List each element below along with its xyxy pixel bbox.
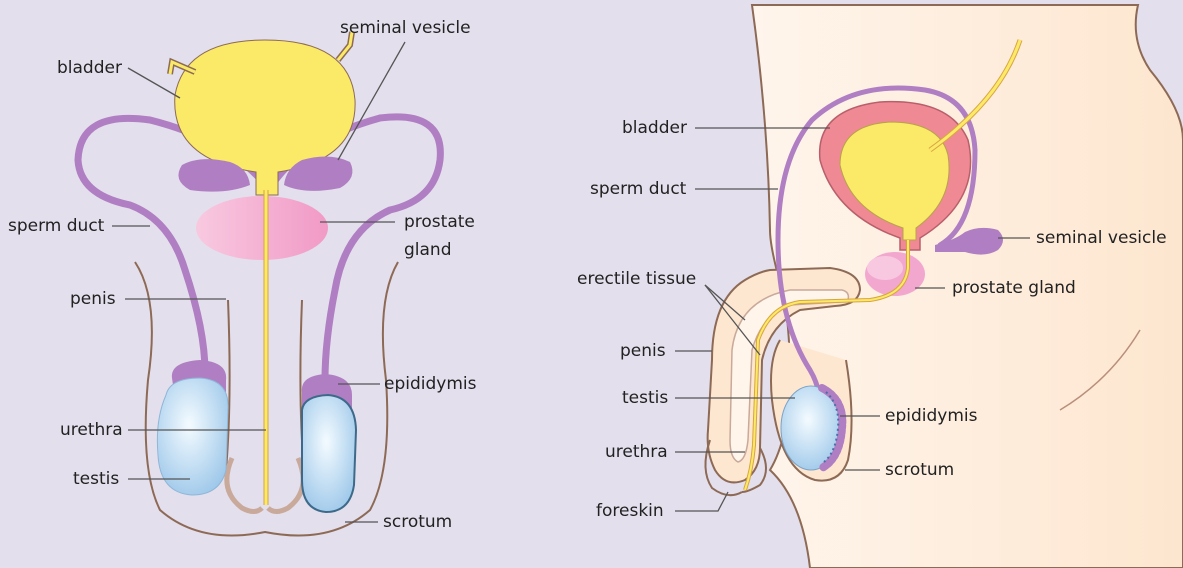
side-label-urethra: urethra [605, 441, 668, 463]
side-label-testis: testis [622, 387, 668, 409]
front-label-penis: penis [70, 288, 116, 310]
front-testis-right [302, 395, 356, 512]
front-glans-left [227, 458, 262, 512]
front-label-seminal-vesicle: seminal vesicle [340, 17, 471, 39]
side-label-scrotum: scrotum [885, 459, 954, 481]
side-label-erectile-tissue: erectile tissue [577, 268, 696, 290]
front-label-bladder: bladder [57, 57, 122, 79]
side-label-foreskin: foreskin [596, 500, 664, 522]
front-glans-right [268, 458, 303, 512]
front-label-urethra: urethra [60, 419, 123, 441]
side-label-sperm-duct: sperm duct [590, 178, 686, 200]
front-label-testis: testis [73, 468, 119, 490]
front-prostate [196, 196, 328, 260]
side-label-epididymis: epididymis [885, 405, 977, 427]
front-view [78, 32, 440, 536]
front-testis-left [157, 378, 228, 495]
front-label-scrotum: scrotum [383, 511, 452, 533]
side-label-seminal-vesicle: seminal vesicle [1036, 227, 1167, 249]
front-label-prostate-line2: gland [404, 239, 452, 261]
side-view [675, 5, 1183, 568]
side-label-bladder: bladder [622, 117, 687, 139]
front-label-prostate-line1: prostate [404, 211, 475, 233]
side-prostate-highlight [867, 256, 903, 280]
front-label-sperm-duct: sperm duct [8, 215, 104, 237]
front-label-epididymis: epididymis [384, 373, 476, 395]
side-label-penis: penis [620, 340, 666, 362]
side-label-prostate-gland: prostate gland [952, 277, 1076, 299]
